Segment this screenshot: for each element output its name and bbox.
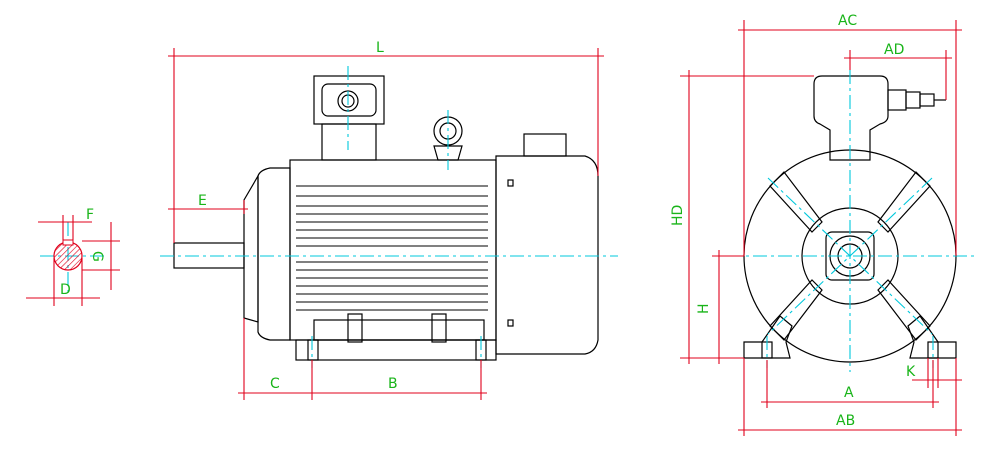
label-K: K <box>906 364 916 380</box>
keyway <box>62 239 74 246</box>
terminal-box <box>313 75 385 161</box>
label-HD: HD <box>670 205 686 226</box>
label-C: C <box>270 376 280 392</box>
label-L: L <box>376 40 384 56</box>
label-D: D <box>60 282 71 298</box>
label-H: H <box>696 303 712 314</box>
fan-cover <box>495 155 599 355</box>
shaft-cross-section <box>53 241 83 271</box>
front-shield <box>243 173 259 323</box>
shaft <box>173 242 245 269</box>
shaft-end-view: F G D <box>26 207 120 306</box>
label-B: B <box>388 376 398 392</box>
label-AD: AD <box>884 42 904 58</box>
label-AB: AB <box>836 413 855 429</box>
terminal-box-front <box>813 75 946 161</box>
label-G: G <box>89 251 105 262</box>
stator-frame <box>289 159 497 341</box>
front-view: AC AD HD H A AB K <box>670 13 976 436</box>
front-feet <box>743 315 957 359</box>
label-A: A <box>844 385 854 401</box>
side-view: L E C B <box>160 40 618 400</box>
label-F: F <box>86 207 94 223</box>
mounting-feet <box>295 313 497 361</box>
label-E: E <box>198 193 207 209</box>
label-AC: AC <box>838 13 857 29</box>
end-shield-ribs <box>769 171 931 341</box>
cooling-fins <box>296 185 488 311</box>
